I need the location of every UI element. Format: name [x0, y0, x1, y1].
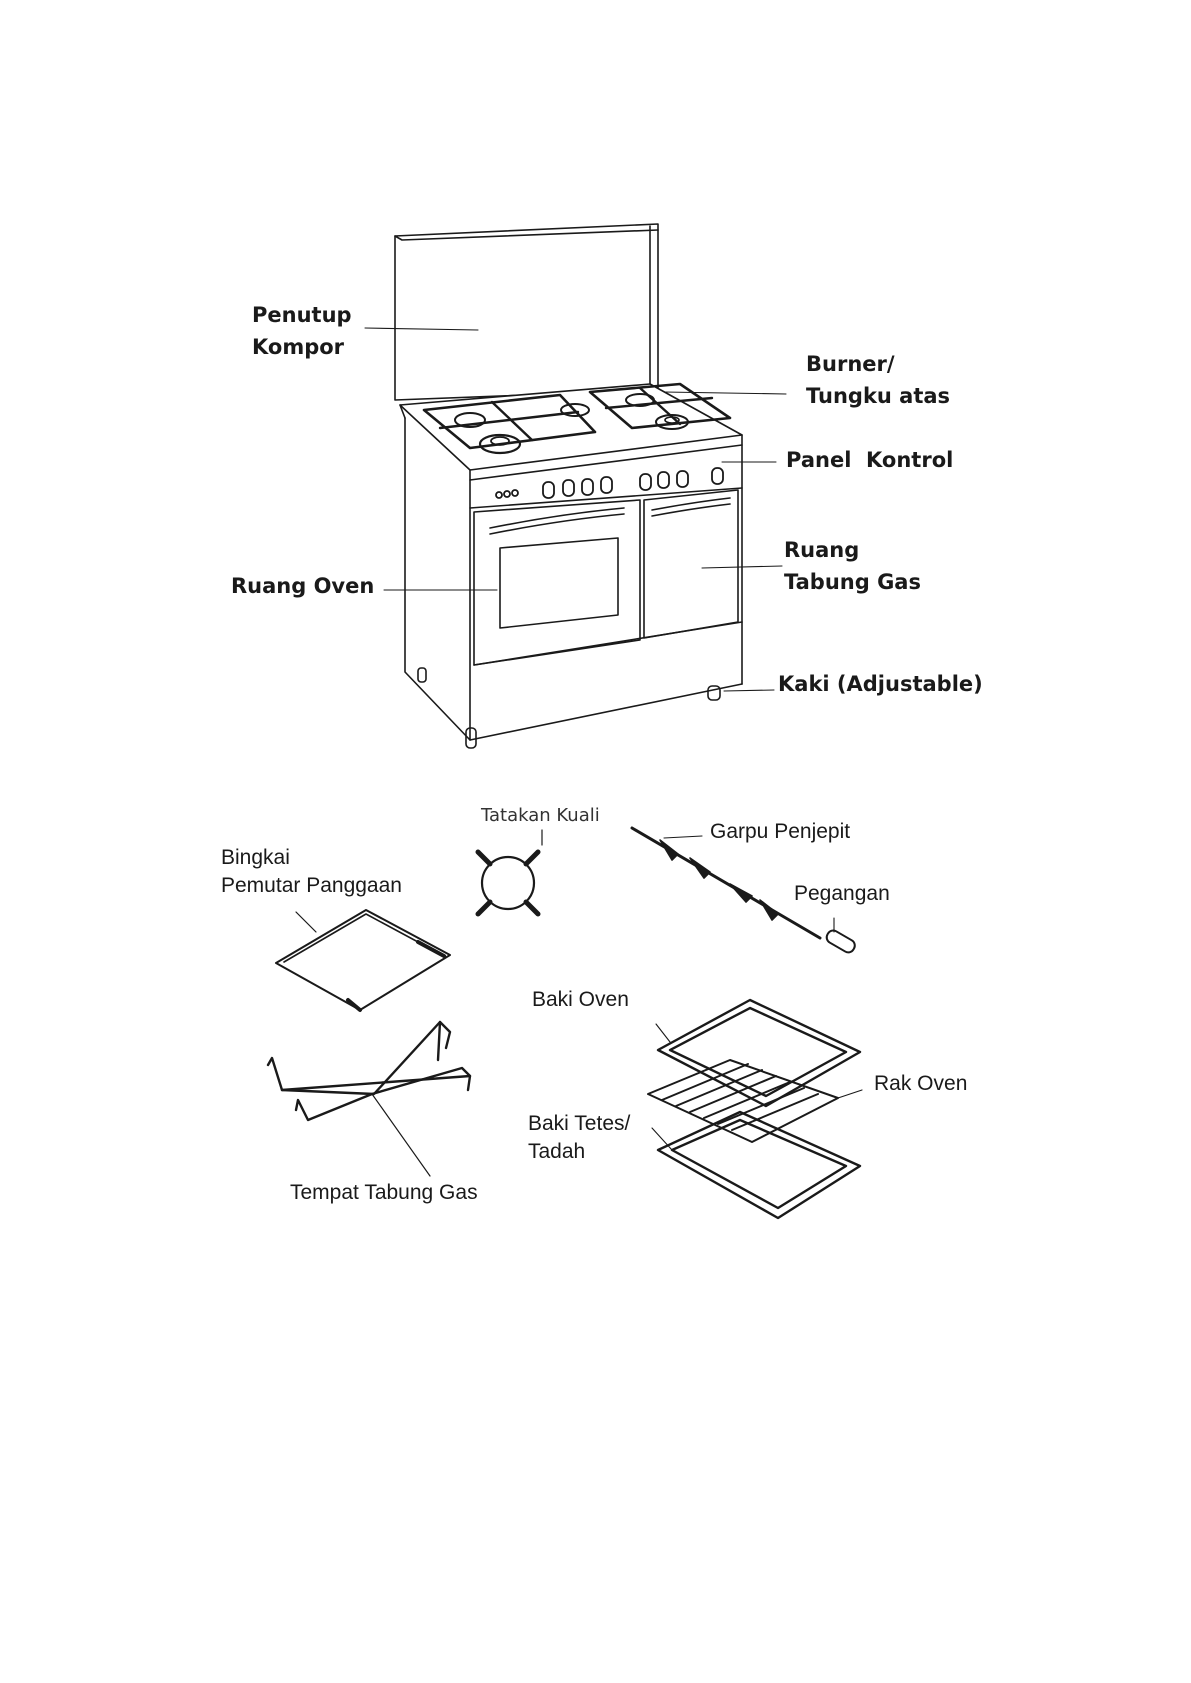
- feet: [418, 668, 720, 748]
- stove-lid: [395, 224, 658, 400]
- label-feet: Kaki (Adjustable): [778, 668, 983, 700]
- rotisserie-frame: [276, 910, 450, 1010]
- drip-tray: [652, 1112, 860, 1218]
- label-drip-tray: Baki Tetes/ Tadah: [528, 1110, 630, 1166]
- label-gas-cylinder-space: Ruang Tabung Gas: [784, 534, 921, 598]
- label-oven-chamber: Ruang Oven: [231, 570, 374, 602]
- label-rotisserie-fork: Garpu Penjepit: [710, 818, 850, 846]
- label-burner: Burner/ Tungku atas: [806, 348, 950, 412]
- label-oven-tray: Baki Oven: [532, 986, 629, 1014]
- label-stove-lid: Penutup Kompor: [252, 299, 352, 363]
- label-handle: Pegangan: [794, 880, 890, 908]
- label-gas-cylinder-holder: Tempat Tabung Gas: [290, 1179, 478, 1207]
- gas-compartment-door: [644, 490, 738, 638]
- gas-cylinder-holder: [268, 1022, 470, 1176]
- oven-door: [474, 500, 742, 665]
- pan-support: [478, 830, 542, 914]
- label-oven-rack: Rak Oven: [874, 1070, 967, 1098]
- label-rotisserie-frame: Bingkai Pemutar Panggaan: [221, 844, 402, 900]
- label-control-panel: Panel Kontrol: [786, 444, 953, 476]
- label-pan-support: Tatakan Kuali: [481, 804, 600, 828]
